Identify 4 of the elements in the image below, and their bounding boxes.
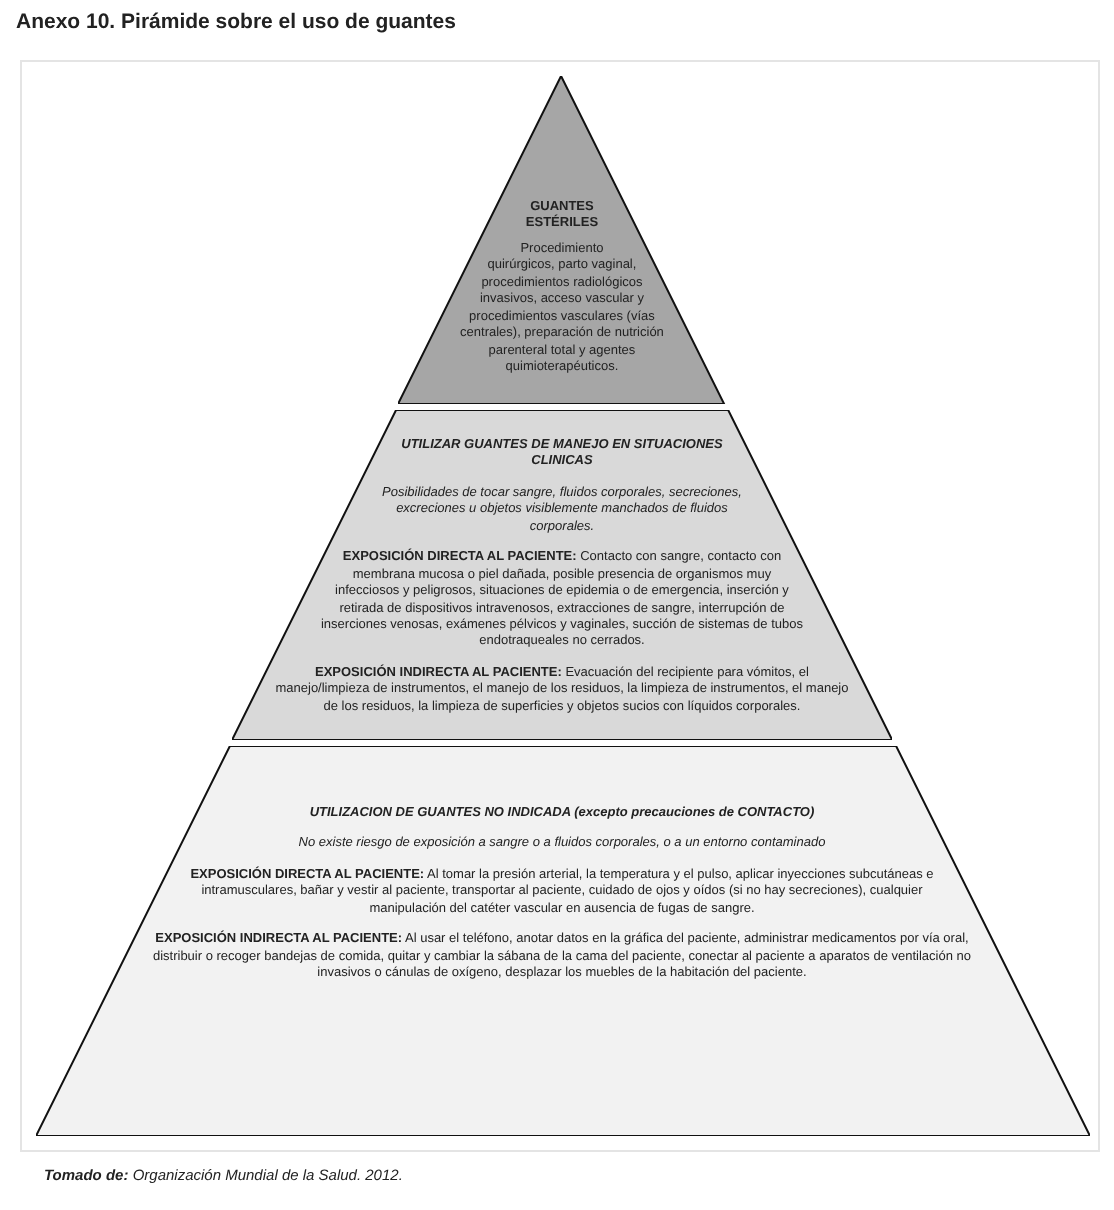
pyramid-middle-band <box>231 410 893 740</box>
pyramid-base-band <box>35 746 1089 1136</box>
pyramid-top-band <box>398 76 726 404</box>
title: Anexo 10. Pirámide sobre el uso de guantes <box>16 8 456 38</box>
